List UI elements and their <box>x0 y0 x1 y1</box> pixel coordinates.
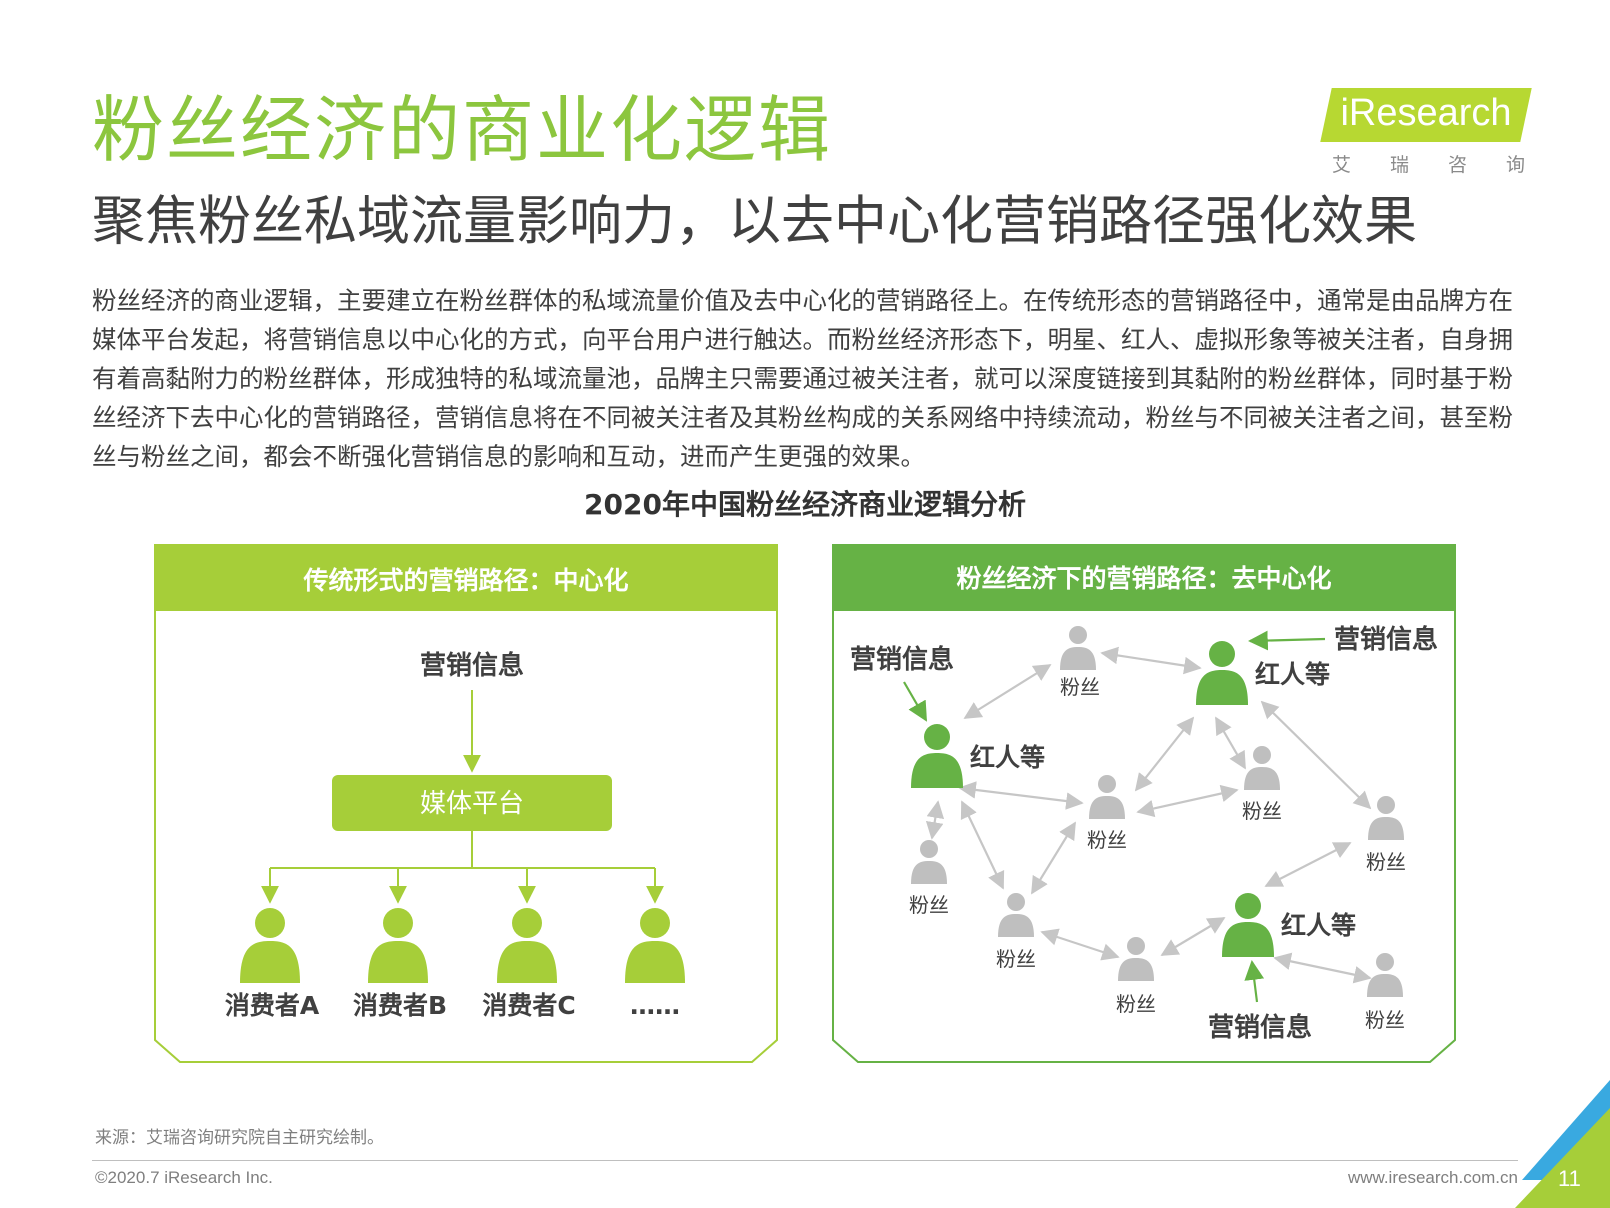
influencer-label: 红人等 <box>1255 660 1330 689</box>
consumer-b-label: 消费者B <box>353 991 447 1020</box>
source-note: 来源：艾瑞咨询研究院自主研究绘制。 <box>95 1128 384 1148</box>
fan-label: 粉丝 <box>996 947 1036 971</box>
iresearch-logo: iResearch 艾瑞咨询 <box>1320 84 1532 184</box>
relation-arrow <box>925 800 945 840</box>
website-url: www.iresearch.com.cn <box>1347 1168 1518 1187</box>
relation-arrow <box>1273 952 1372 984</box>
relation-arrow <box>958 781 1084 810</box>
relationship-arrows <box>925 646 1372 984</box>
influencer-label: 红人等 <box>970 743 1045 772</box>
corner-decoration <box>1515 1080 1610 1208</box>
fan-icon <box>1118 937 1154 981</box>
influencer-icon <box>911 724 963 788</box>
left-panel-header <box>155 545 777 611</box>
fan-label: 粉丝 <box>1060 675 1100 699</box>
page-title: 粉丝经济的商业化逻辑 <box>92 88 833 172</box>
page-number: 11 <box>1558 1166 1581 1191</box>
copyright-text: ©2020.7 iResearch Inc. <box>95 1168 273 1187</box>
consumer-more-label: …… <box>630 991 680 1020</box>
left-panel-title: 传统形式的营销路径：中心化 <box>302 566 628 595</box>
relation-arrow <box>1215 716 1246 770</box>
media-platform-box <box>332 775 612 831</box>
fan-label: 粉丝 <box>1365 1008 1405 1032</box>
info-label-left: 营销信息 <box>850 644 954 675</box>
relation-arrow <box>1160 917 1226 956</box>
right-panel-header <box>833 545 1455 611</box>
corner-green-block <box>1515 1108 1610 1208</box>
right-panel-frame <box>832 544 1456 1063</box>
relation-arrow <box>1100 646 1202 675</box>
consumer-icon <box>368 908 428 983</box>
influencer-icon <box>1222 893 1274 957</box>
info-arrow-left <box>903 681 927 722</box>
info-label-top: 营销信息 <box>1334 624 1438 655</box>
influencer-label: 红人等 <box>1281 911 1356 940</box>
info-label-bottom: 营销信息 <box>1208 1012 1312 1043</box>
logo-chinese-name: 艾瑞咨询 <box>1332 154 1565 176</box>
fan-icon <box>1367 953 1403 997</box>
fan-label: 粉丝 <box>1242 799 1282 823</box>
relation-arrow <box>1136 784 1239 818</box>
consumer-c-label: 消费者C <box>482 991 575 1020</box>
relation-arrow <box>1264 842 1352 887</box>
right-panel-title: 粉丝经济下的营销路径：去中心化 <box>956 564 1331 593</box>
fan-icon <box>1089 775 1125 819</box>
corner-blue-stripe <box>1522 1080 1610 1180</box>
fan-icon <box>1244 746 1280 790</box>
logo-wordmark: iResearch <box>1340 92 1512 134</box>
relation-arrow <box>1134 716 1195 792</box>
info-arrow-bottom <box>1244 960 1265 1003</box>
consumer-icon <box>625 908 685 983</box>
fan-label: 粉丝 <box>1087 828 1127 852</box>
consumer-a-label: 消费者A <box>225 991 320 1020</box>
relation-arrow <box>1031 821 1076 895</box>
relation-arrow <box>1260 700 1372 810</box>
fan-icon <box>998 893 1034 937</box>
info-arrow-top <box>1248 630 1326 651</box>
body-paragraph: 粉丝经济的商业逻辑，主要建立在粉丝群体的私域流量价值及去中心化的营销路径上。在传… <box>92 286 1513 471</box>
page-subtitle: 聚焦粉丝私域流量影响力，以去中心化营销路径强化效果 <box>92 191 1417 252</box>
fan-label: 粉丝 <box>1116 992 1156 1016</box>
fan-icon <box>911 840 947 884</box>
fan-label: 粉丝 <box>1366 850 1406 874</box>
influencer-icon <box>1196 641 1248 705</box>
left-source-label: 营销信息 <box>420 650 524 681</box>
consumer-icon <box>497 908 557 983</box>
fan-label: 粉丝 <box>909 893 949 917</box>
relation-arrow <box>963 664 1052 719</box>
fan-icon <box>1060 626 1096 670</box>
diagram-title: 2020年中国粉丝经济商业逻辑分析 <box>584 488 1026 521</box>
footer-divider <box>92 1160 1518 1161</box>
media-platform-label: 媒体平台 <box>420 789 524 819</box>
fan-icon <box>1368 796 1404 840</box>
relation-arrow <box>1040 928 1120 961</box>
consumer-icon <box>240 908 300 983</box>
right-panel: 粉丝经济下的营销路径：去中心化 <box>832 544 1456 1063</box>
left-panel: 传统形式的营销路径：中心化 营销信息 媒体平台 消费者A 消费者B 消费者C <box>154 544 778 1063</box>
relation-arrow <box>960 800 1005 890</box>
